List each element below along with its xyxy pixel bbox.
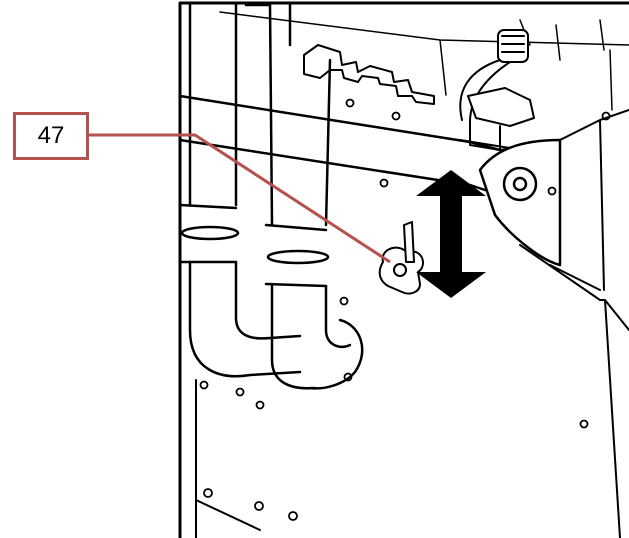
mounting-screws <box>199 98 611 521</box>
cable-gland <box>459 29 535 151</box>
lower-panel <box>195 299 621 538</box>
machine-frame <box>178 1 629 538</box>
adjustment-knob-icon <box>378 221 424 295</box>
vertical-tubes <box>178 3 364 390</box>
crossbar <box>178 94 502 197</box>
holder-bracket <box>303 44 435 105</box>
callout-label-box: 47 <box>13 112 89 160</box>
pivot-block <box>478 138 562 267</box>
double-headed-arrow-icon <box>416 170 486 298</box>
callout-leader-line <box>89 133 391 264</box>
callout-number: 47 <box>37 122 65 149</box>
upper-rail <box>219 11 629 111</box>
